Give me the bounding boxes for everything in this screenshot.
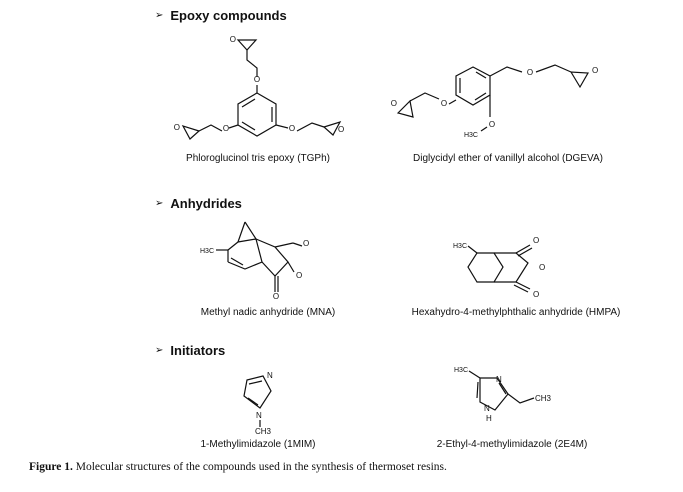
- atom-label: N: [267, 371, 273, 380]
- figure-caption: Figure 1. Molecular structures of the co…: [29, 461, 447, 473]
- atom-label: O: [539, 263, 545, 272]
- bullet-arrow-icon: ➢: [155, 344, 164, 356]
- atom-label: CH3: [255, 427, 272, 436]
- section-epoxy: ➢ Epoxy compounds: [155, 8, 287, 23]
- atom-label: N: [256, 411, 262, 420]
- atom-label: O: [338, 125, 344, 134]
- mna-label: Methyl nadic anhydride (MNA): [200, 307, 336, 318]
- figure-caption-text: Molecular structures of the compounds us…: [75, 461, 447, 473]
- section-title: Initiators: [170, 343, 226, 358]
- atom-label: H3C: [200, 248, 214, 255]
- atom-label: O: [489, 120, 495, 129]
- atom-label: O: [223, 124, 229, 133]
- atom-label: O: [289, 124, 295, 133]
- atom-label: CH3: [535, 394, 552, 403]
- atom-label: O: [592, 66, 598, 75]
- atom-label: H3C: [464, 132, 478, 139]
- atom-label: O: [533, 236, 539, 245]
- atom-label: O: [174, 123, 180, 132]
- bullet-arrow-icon: ➢: [155, 197, 164, 209]
- atom-label: N: [496, 375, 502, 384]
- e4m-label: 2-Ethyl-4-methylimidazole (2E4M): [436, 439, 588, 450]
- tgph-label: Phloroglucinol tris epoxy (TGPh): [186, 153, 330, 164]
- dgeva-label: Diglycidyl ether of vanillyl alcohol (DG…: [413, 153, 603, 164]
- atom-label: H3C: [453, 243, 467, 250]
- atom-label: O: [254, 75, 260, 84]
- atom-label: O: [296, 271, 302, 280]
- atom-label: H3C: [454, 367, 468, 374]
- atom-label: N: [484, 404, 490, 413]
- atom-label: H: [486, 414, 492, 423]
- section-initiators: ➢ Initiators: [155, 343, 225, 358]
- atom-label: O: [273, 292, 279, 301]
- section-title: Epoxy compounds: [170, 8, 287, 23]
- section-anhydrides: ➢ Anhydrides: [155, 196, 242, 211]
- atom-label: O: [533, 290, 539, 299]
- atom-label: O: [230, 35, 236, 44]
- atom-label: O: [527, 68, 533, 77]
- atom-label: O: [441, 99, 447, 108]
- hmpa-label: Hexahydro-4-methylphthalic anhydride (HM…: [411, 307, 621, 318]
- figure-caption-prefix: Figure 1.: [29, 461, 73, 473]
- atom-label: O: [303, 239, 309, 248]
- mim-label: 1-Methylimidazole (1MIM): [200, 439, 316, 450]
- bullet-arrow-icon: ➢: [155, 9, 164, 21]
- section-title: Anhydrides: [170, 196, 242, 211]
- atom-label: O: [391, 99, 397, 108]
